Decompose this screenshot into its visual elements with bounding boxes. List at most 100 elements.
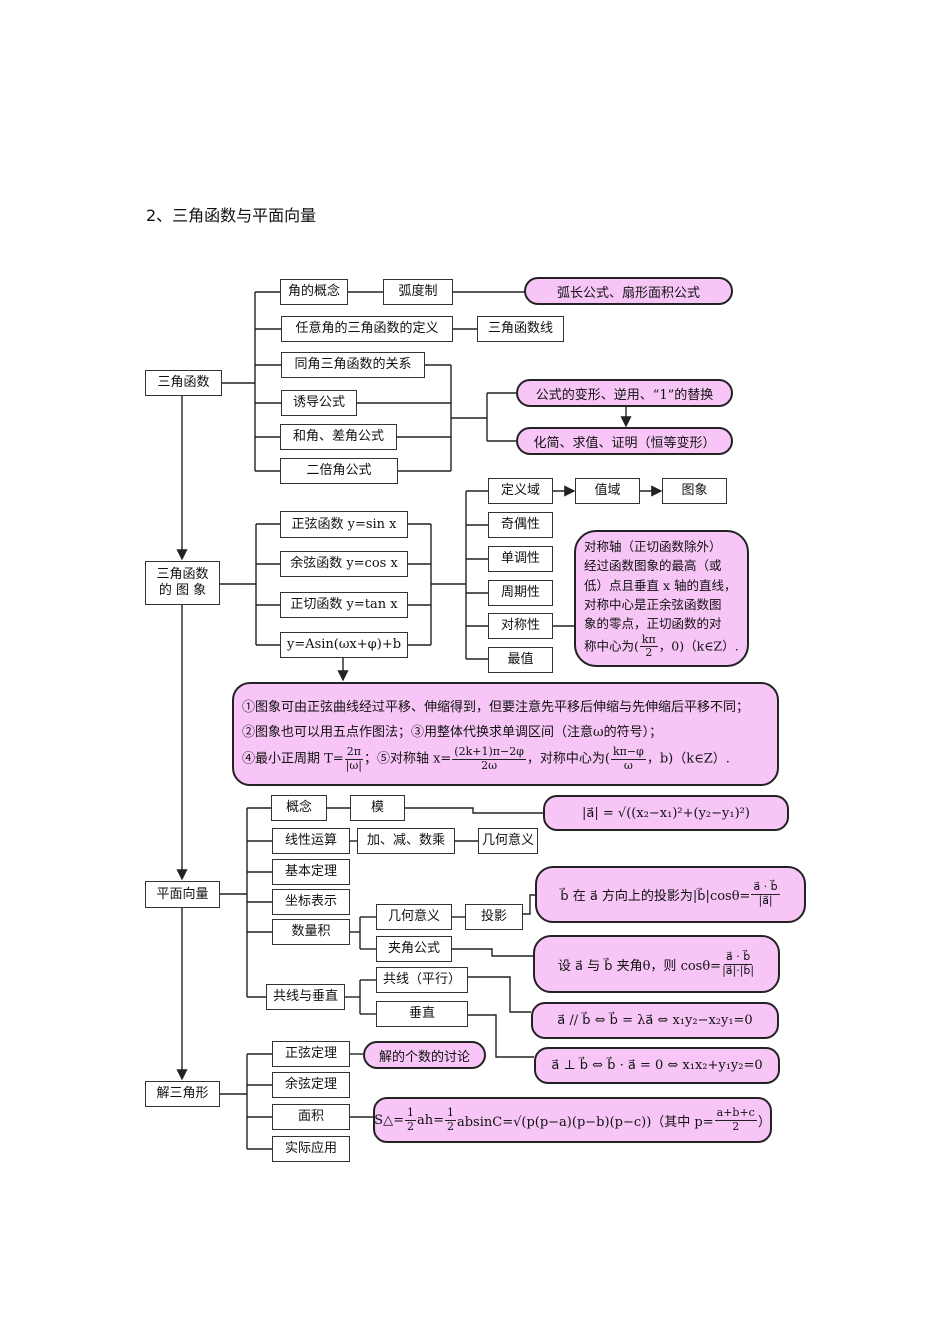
note-projection-formula: b⃗ 在 a⃗ 方向上的投影为|b⃗|cosθ=a⃗ · b⃗|a⃗| (535, 866, 806, 923)
text: ，0)（k∈Z）. (658, 638, 739, 654)
node-projection: 投影 (465, 904, 523, 930)
node-angle-concept: 角的概念 (280, 279, 348, 305)
numerator: kπ (639, 632, 658, 648)
node-range: 值域 (575, 478, 640, 504)
numerator: 2π (344, 744, 363, 760)
node-trig-definition: 任意角的三角函数的定义 (281, 316, 453, 342)
note-line-2: ②图象也可以用五点作图法；③用整体代换求单调区间（注意ω的符号）； (242, 724, 663, 740)
note-transform: 公式的变形、逆用、“1”的替换 (516, 379, 733, 407)
node-modulus: 模 (350, 795, 405, 821)
node-trig-graph-line1: 三角函数 (156, 567, 209, 583)
node-parity: 奇偶性 (488, 512, 553, 538)
section-title: 2、三角函数与平面向量 (146, 206, 317, 225)
node-symmetry: 对称性 (488, 613, 553, 639)
sym-line: 经过函数图象的最高（或 (584, 558, 722, 574)
node-tangent: 正切函数 y=tan x (280, 592, 408, 618)
denominator: 2 (446, 1119, 454, 1133)
node-solve-triangle: 解三角形 (145, 1081, 220, 1107)
text: ，b)（k∈Z）. (646, 751, 730, 767)
sym-line: 对称中心是正余弦函数图 (584, 597, 722, 613)
note-symmetry: 对称轴（正切函数除外） 经过函数图象的最高（或 低）点且垂直 x 轴的直线， 对… (574, 530, 749, 667)
note-parallel-formula: a⃗ // b⃗ ⇔ b⃗ = λa⃗ ⇔ x₁y₂−x₂y₁=0 (531, 1002, 779, 1039)
node-dot-geo: 几何意义 (376, 904, 452, 930)
note-line-1: ①图象可由正弦曲线经过平移、伸缩得到，但要注意先平移后伸缩与先伸缩后平移不同； (242, 699, 750, 715)
node-area: 面积 (272, 1104, 350, 1130)
text: S△= (374, 1112, 404, 1128)
node-geo-meaning: 几何意义 (478, 828, 538, 854)
sym-line: 对称轴（正切函数除外） (584, 538, 722, 554)
node-trig-line: 三角函数线 (477, 316, 564, 342)
numerator: a⃗ · b⃗ (751, 880, 780, 895)
denominator: 2ω (481, 758, 498, 772)
node-perpendicular: 垂直 (376, 1001, 468, 1027)
text: ，对称中心为( (526, 751, 610, 767)
text: b⃗ 在 a⃗ 方向上的投影为|b⃗|cosθ= (560, 889, 751, 904)
node-angle-formula: 夹角公式 (376, 936, 452, 962)
node-radian: 弧度制 (383, 279, 453, 305)
note-angle-formula: 设 a⃗ 与 b⃗ 夹角θ，则 cosθ=a⃗ · b⃗|a⃗|·|b⃗| (533, 935, 780, 993)
text: ；⑤对称轴 x= (363, 751, 452, 767)
node-double-angle: 二倍角公式 (280, 458, 398, 484)
node-linear: 线性运算 (272, 828, 350, 854)
fraction: 2π|ω| (344, 744, 363, 772)
node-coordinates: 坐标表示 (272, 889, 350, 915)
numerator: a⃗ · b⃗ (723, 949, 753, 965)
denominator: 2 (645, 646, 653, 660)
numerator: kπ−φ (610, 744, 646, 760)
denominator: |a⃗| (758, 894, 773, 907)
text: 设 a⃗ 与 b⃗ 夹角θ，则 cosθ= (557, 958, 722, 974)
node-domain: 定义域 (488, 478, 553, 504)
node-basic-theorem: 基本定理 (272, 859, 350, 885)
numerator: (2k+1)π−2φ (452, 744, 526, 760)
sym-line: 低）点且垂直 x 轴的直线， (584, 577, 737, 593)
node-same-angle: 同角三角函数的关系 (281, 352, 425, 378)
note-general-sine: ①图象可由正弦曲线经过平移、伸缩得到，但要注意先平移后伸缩与先伸缩后平移不同； … (232, 682, 779, 786)
sym-line: 象的零点，正切函数的对 (584, 616, 722, 632)
note-perp-formula: a⃗ ⊥ b⃗ ⇔ b⃗ · a⃗ = 0 ⇔ x₁x₂+y₁y₂=0 (534, 1047, 780, 1084)
node-extreme: 最值 (488, 647, 553, 673)
numerator: 1 (444, 1105, 456, 1121)
text: ah= (416, 1112, 444, 1128)
note-simplify: 化简、求值、证明（恒等变形） (516, 427, 733, 455)
node-cosine: 余弦函数 y=cos x (280, 551, 408, 577)
node-sum-diff: 和角、差角公式 (280, 424, 397, 450)
node-cosine-law: 余弦定理 (272, 1072, 350, 1098)
node-collinear-perp: 共线与垂直 (266, 984, 345, 1010)
node-period: 周期性 (488, 580, 553, 606)
text: 称中心为( (584, 638, 639, 654)
text: ） (757, 1114, 771, 1130)
numerator: 1 (404, 1105, 416, 1121)
node-sine-law: 正弦定理 (272, 1041, 350, 1067)
note-solutions: 解的个数的讨论 (363, 1041, 486, 1069)
numerator: a+b+c (714, 1105, 757, 1121)
node-induction: 诱导公式 (281, 390, 357, 416)
node-monotonic: 单调性 (488, 546, 553, 572)
text: absinC=√(p(p−a)(p−b)(p−c))（其中 p= (456, 1114, 714, 1130)
node-dot-product: 数量积 (272, 919, 350, 945)
denominator: 2 (732, 1119, 740, 1133)
denominator: |a⃗|·|b⃗| (722, 963, 755, 977)
node-trig-graph: 三角函数 的 图 象 (145, 561, 220, 605)
node-image: 图象 (662, 478, 727, 504)
denominator: |ω| (345, 758, 363, 772)
node-general-sine: y=Asin(ωx+φ)+b (280, 632, 408, 658)
denominator: ω (623, 758, 633, 772)
fraction: a⃗ · b⃗|a⃗|·|b⃗| (722, 949, 755, 977)
text: ④最小正周期 T= (242, 751, 344, 767)
node-trig-graph-line2: 的 图 象 (158, 583, 207, 598)
node-trig-functions: 三角函数 (145, 370, 222, 396)
note-modulus-formula: |a⃗| = √((x₂−x₁)²+(y₂−y₁)²) (543, 795, 789, 831)
node-plane-vector: 平面向量 (145, 881, 220, 908)
fraction: a⃗ · b⃗|a⃗| (751, 880, 780, 907)
denominator: 2 (406, 1119, 414, 1133)
note-arc-formula: 弧长公式、扇形面积公式 (524, 277, 733, 305)
